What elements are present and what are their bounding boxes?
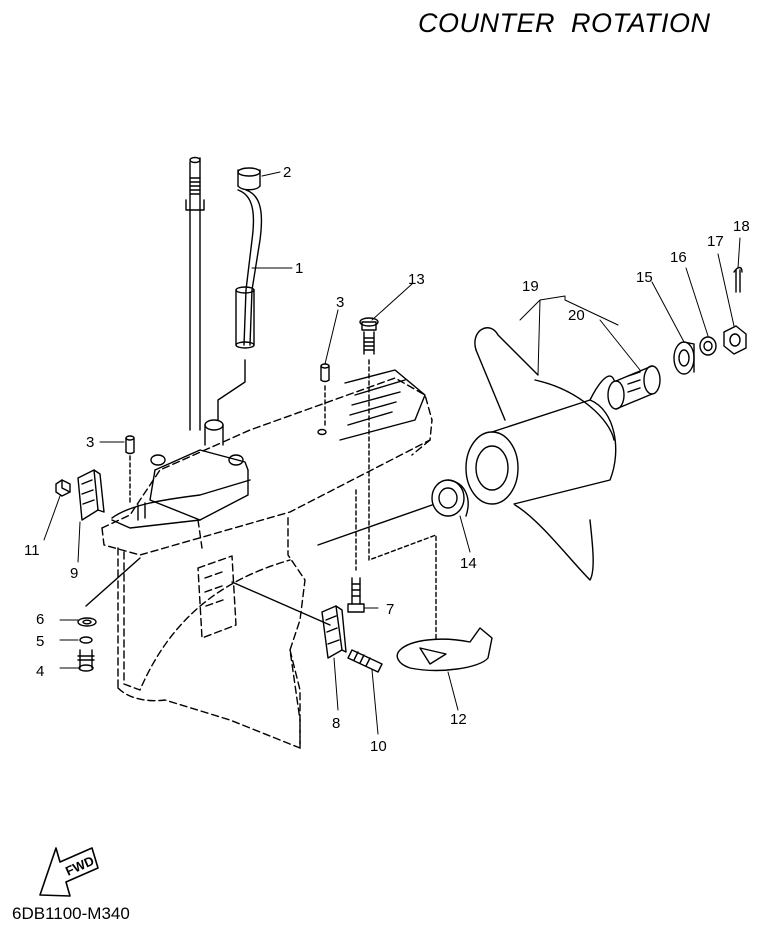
callout-1: 1 (295, 260, 304, 277)
callout-3a: 3 (336, 294, 345, 311)
callout-15: 15 (636, 269, 653, 286)
trim-tab-12 (396, 627, 493, 672)
dowel-pin-2 (125, 435, 135, 506)
bolt-7 (347, 489, 365, 613)
grommet (237, 167, 261, 191)
callout-7: 7 (386, 601, 395, 618)
callout-14: 14 (460, 555, 477, 572)
bolt-10 (347, 649, 383, 673)
callout-5: 5 (36, 633, 45, 650)
drive-shaft (185, 156, 205, 431)
callout-6: 6 (36, 611, 45, 628)
callout-19: 19 (522, 278, 539, 295)
callout-17: 17 (707, 233, 724, 250)
bolt-11 (55, 479, 71, 497)
fwd-label: FWD (63, 853, 96, 879)
leader-lines (43, 171, 741, 735)
washer-16 (699, 336, 717, 356)
spline-spacer-20 (607, 365, 661, 410)
callout-16: 16 (670, 249, 687, 266)
propeller (465, 327, 617, 581)
lower-unit-housing (101, 377, 433, 749)
callout-4: 4 (36, 663, 45, 680)
dowel-pin (320, 363, 330, 429)
callout-12: 12 (450, 711, 467, 728)
anode-8 (231, 581, 347, 659)
bolt-4 (77, 649, 95, 672)
callout-18: 18 (733, 218, 750, 235)
callout-9: 9 (70, 565, 79, 582)
callout-8: 8 (332, 715, 341, 732)
cotter-pin-18 (733, 266, 743, 293)
washer-6 (77, 617, 97, 627)
anode-9 (77, 469, 105, 521)
lock-washer-5 (79, 636, 93, 644)
callout-13: 13 (408, 271, 425, 288)
callout-3b: 3 (86, 434, 95, 451)
diagram-code: 6DB1100-M340 (12, 904, 130, 923)
fwd-arrow-icon (39, 847, 99, 897)
callout-11: 11 (24, 542, 40, 559)
spacer-14 (317, 479, 469, 546)
bolt-13 (359, 317, 437, 641)
page-title: COUNTER ROTATION (418, 8, 711, 38)
water-tube (235, 189, 263, 349)
washer-15 (673, 341, 695, 375)
nut-17 (723, 325, 747, 355)
callout-20: 20 (568, 307, 585, 324)
callout-10: 10 (370, 738, 387, 755)
callout-2: 2 (283, 164, 292, 181)
housing-deck (111, 369, 426, 529)
